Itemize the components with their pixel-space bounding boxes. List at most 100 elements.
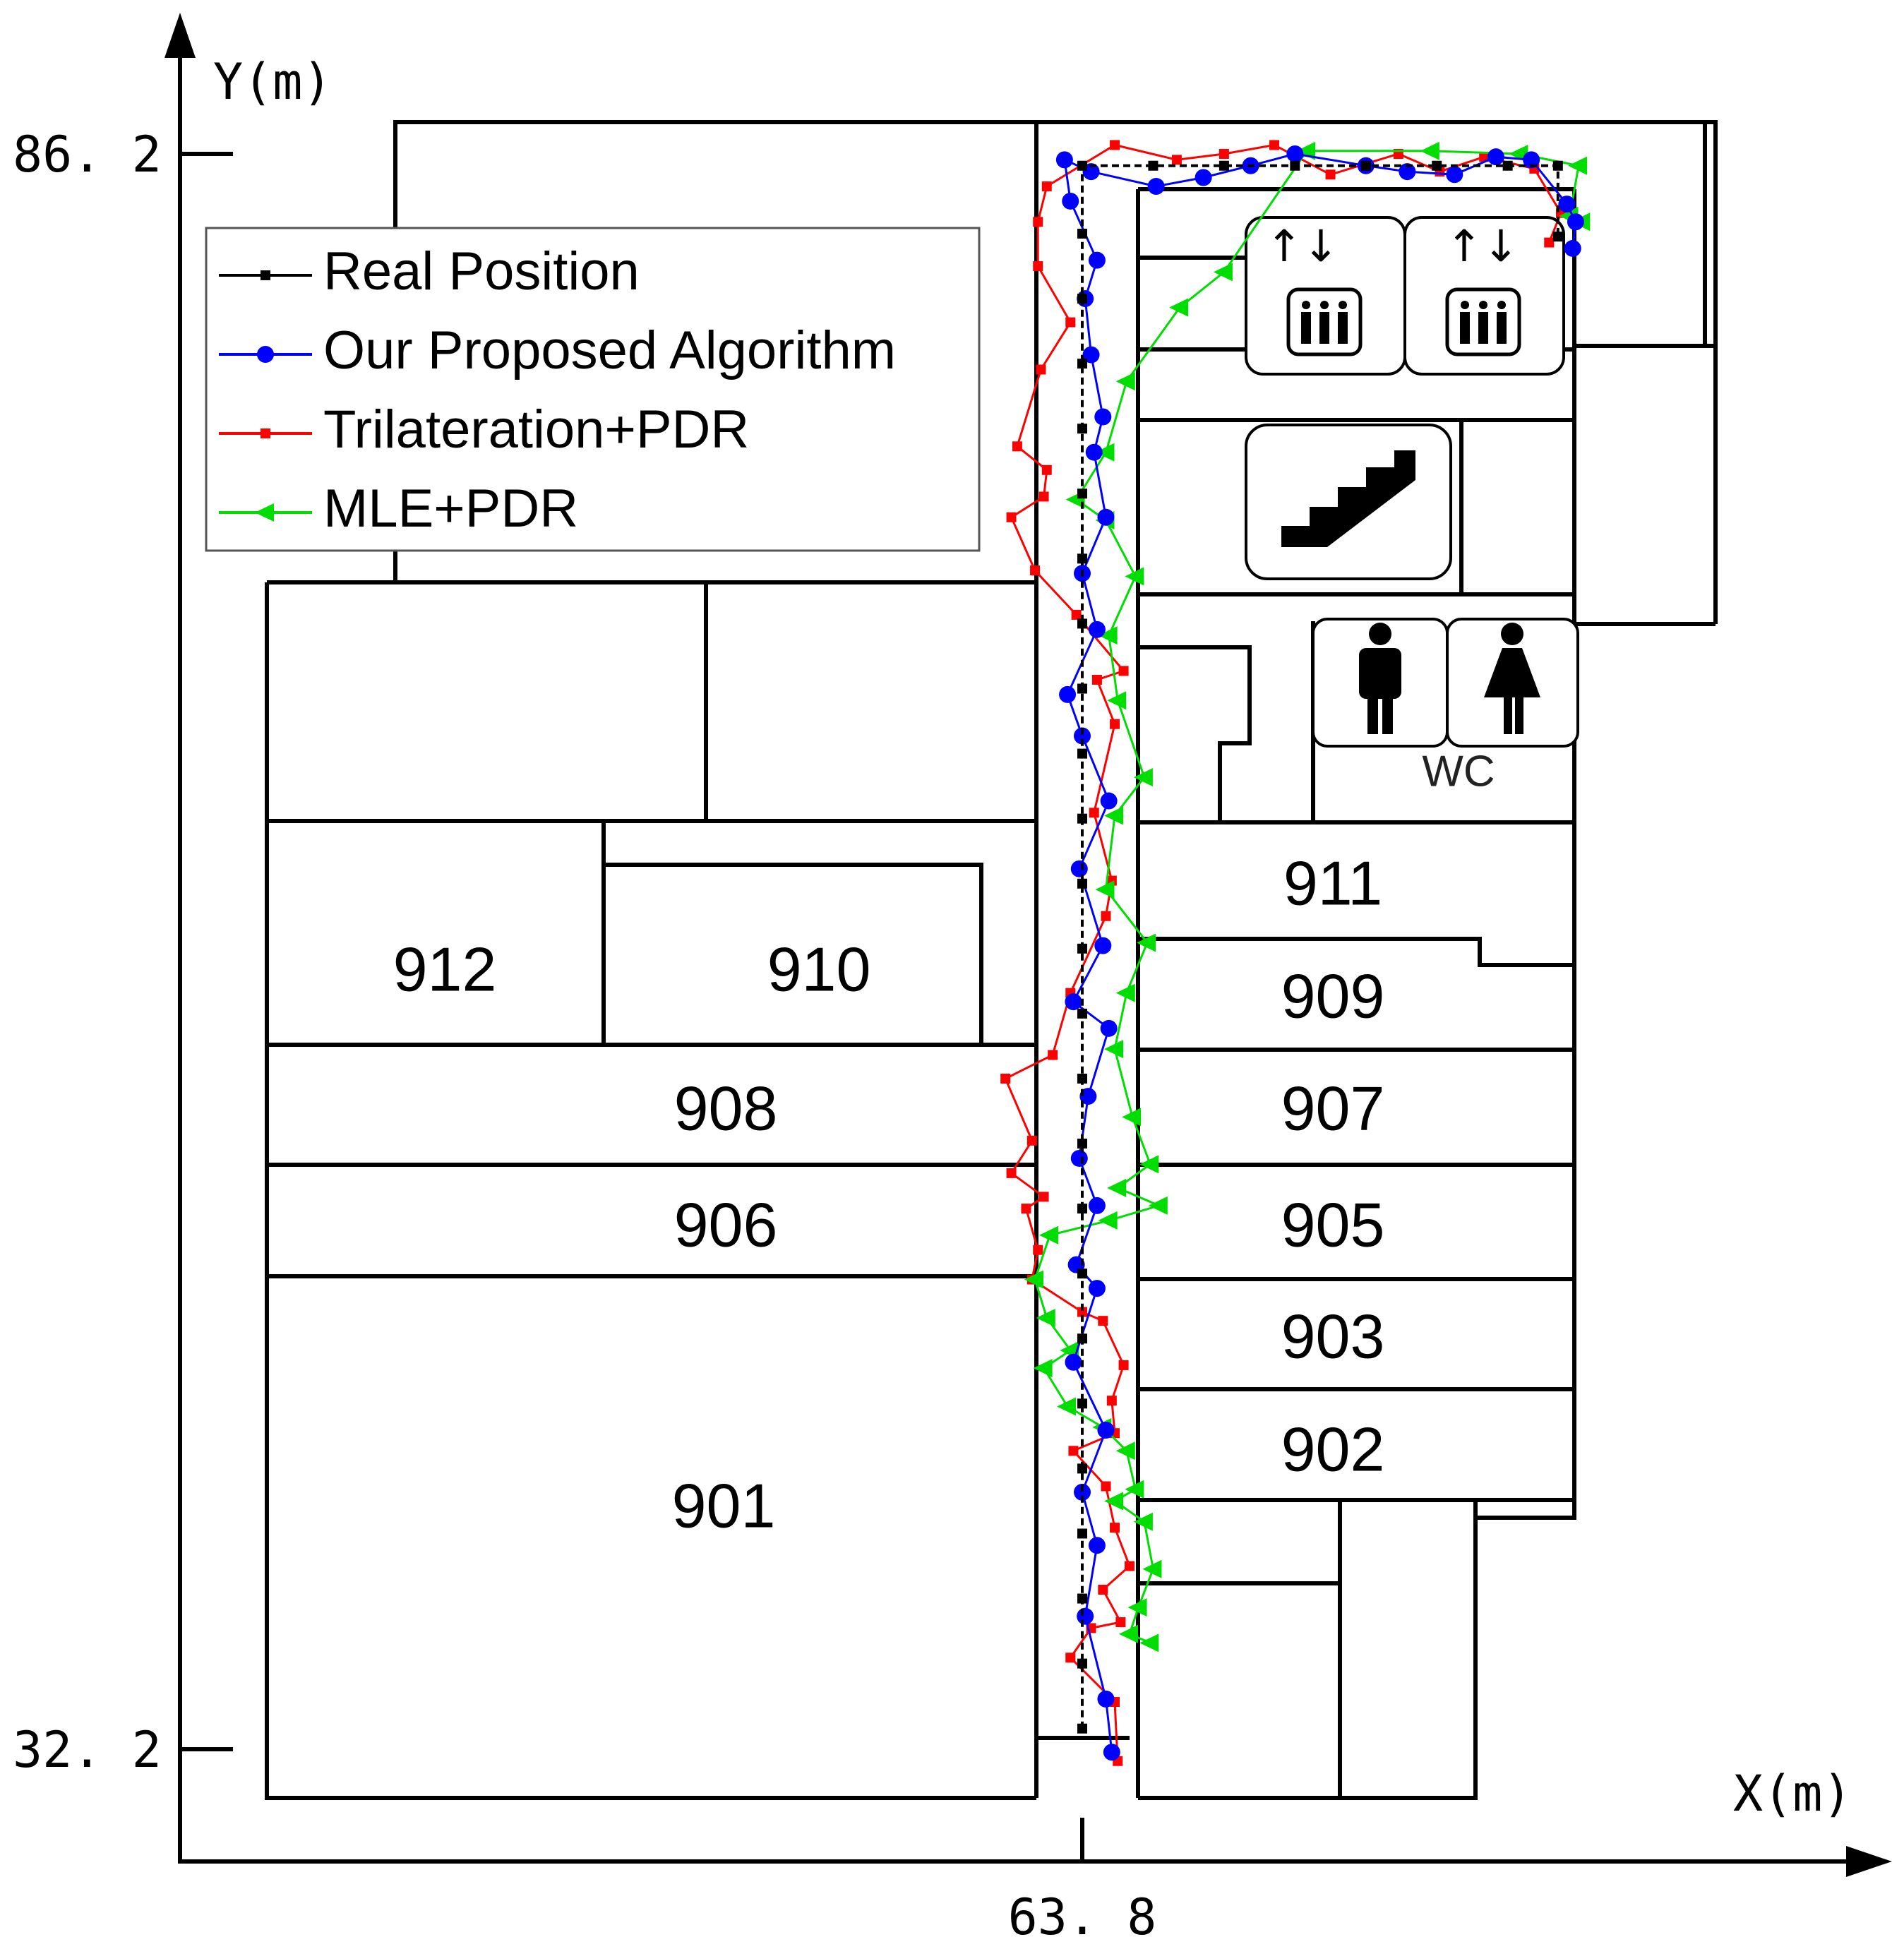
- data-point: [1068, 1446, 1079, 1456]
- data-point: [1088, 1280, 1106, 1297]
- data-point: [1077, 1139, 1087, 1149]
- legend-marker: [261, 270, 270, 280]
- data-point: [1077, 1333, 1087, 1344]
- room-label: 905: [1281, 1189, 1385, 1259]
- data-point: [1077, 553, 1087, 564]
- data-point: [1544, 237, 1555, 248]
- data-point: [1057, 1397, 1077, 1416]
- legend-item: Real Position: [219, 241, 640, 301]
- y-tick-label: 32. 2: [13, 1721, 162, 1779]
- legend-label: MLE+PDR: [323, 479, 578, 539]
- ticks-layer: 32. 286. 263. 8: [13, 126, 1156, 1946]
- data-point: [1077, 878, 1087, 889]
- room-label: 907: [1281, 1073, 1385, 1143]
- data-point: [1558, 196, 1576, 213]
- legend-item: MLE+PDR: [219, 479, 578, 539]
- data-point: [1088, 1197, 1106, 1214]
- data-point: [1077, 1398, 1087, 1409]
- data-point: [1077, 1607, 1094, 1625]
- data-point: [1122, 1108, 1142, 1127]
- stairs-icon: [1245, 424, 1452, 580]
- data-point: [1360, 160, 1371, 171]
- data-point: [1065, 317, 1076, 328]
- legend-label: Trilateration+PDR: [323, 400, 749, 460]
- data-point: [1552, 160, 1563, 171]
- data-point: [1055, 151, 1073, 169]
- data-point: [1030, 565, 1041, 576]
- legend-item: Trilateration+PDR: [219, 400, 749, 460]
- x-axis-arrow: [1846, 1846, 1892, 1877]
- legend-label: Our Proposed Algorithm: [323, 320, 896, 380]
- room-label: 912: [393, 934, 497, 1004]
- data-point: [1098, 1211, 1118, 1230]
- data-point: [1077, 1723, 1087, 1734]
- data-point: [1101, 911, 1111, 921]
- data-point: [1098, 1585, 1108, 1595]
- data-point: [1088, 251, 1106, 269]
- room-label: 909: [1281, 961, 1385, 1031]
- data-point: [1148, 1196, 1168, 1215]
- data-point: [1110, 719, 1120, 729]
- data-point: [1110, 1523, 1120, 1533]
- data-point: [1077, 294, 1087, 304]
- data-point: [1169, 298, 1189, 317]
- room-label: 911: [1283, 848, 1382, 918]
- room-label: 906: [674, 1189, 778, 1259]
- data-point: [1033, 261, 1043, 272]
- data-point: [1012, 441, 1022, 452]
- data-point: [1420, 141, 1439, 160]
- restroom-female-icon: [1446, 618, 1579, 748]
- data-point: [1107, 691, 1127, 710]
- data-point: [1085, 443, 1103, 461]
- data-point: [1100, 792, 1118, 810]
- svg-text:↑↓: ↑↓: [1266, 220, 1339, 272]
- data-point: [1088, 620, 1106, 638]
- data-point: [1074, 727, 1091, 745]
- data-point: [1077, 683, 1087, 694]
- legend-marker: [261, 428, 270, 438]
- data-point: [1070, 860, 1088, 877]
- data-point: [1033, 1245, 1043, 1255]
- data-point: [1564, 239, 1581, 257]
- data-point: [1097, 508, 1115, 526]
- data-point: [1104, 1040, 1124, 1059]
- data-point: [1219, 149, 1229, 159]
- data-point: [1041, 181, 1052, 192]
- data-point: [1077, 748, 1087, 759]
- data-point: [1077, 1204, 1087, 1214]
- legend-label: Real Position: [323, 241, 640, 301]
- data-point: [1077, 618, 1087, 629]
- data-point: [1077, 1307, 1087, 1317]
- data-point: [1118, 1360, 1129, 1370]
- legend-box: [205, 227, 981, 552]
- data-point: [1487, 148, 1504, 166]
- elevator-icon: ↑↓: [1403, 216, 1565, 376]
- data-point: [1074, 1483, 1091, 1501]
- data-point: [1118, 1624, 1138, 1643]
- data-point: [1077, 1528, 1087, 1539]
- data-point: [1446, 166, 1463, 184]
- data-point: [1077, 160, 1087, 171]
- data-point: [1062, 192, 1079, 210]
- data-point: [1024, 1270, 1044, 1289]
- data-point: [1077, 424, 1087, 434]
- data-point: [1097, 1422, 1115, 1439]
- legend-marker: [257, 346, 274, 363]
- data-point: [1077, 229, 1087, 239]
- restroom-male-icon: [1312, 618, 1449, 748]
- data-point: [1033, 217, 1043, 227]
- data-point: [1070, 1149, 1088, 1167]
- data-point: [1079, 1088, 1097, 1105]
- data-point: [1097, 1690, 1115, 1708]
- x-tick-label: 63. 8: [1008, 1888, 1157, 1946]
- x-axis-label: X(m): [1733, 1765, 1852, 1823]
- data-point: [1077, 488, 1087, 499]
- data-point: [1137, 933, 1156, 952]
- data-point: [1115, 983, 1135, 1002]
- y-axis-arrow: [164, 13, 196, 58]
- data-point: [1077, 1463, 1087, 1474]
- data-point: [1142, 1559, 1162, 1578]
- data-point: [1091, 674, 1102, 685]
